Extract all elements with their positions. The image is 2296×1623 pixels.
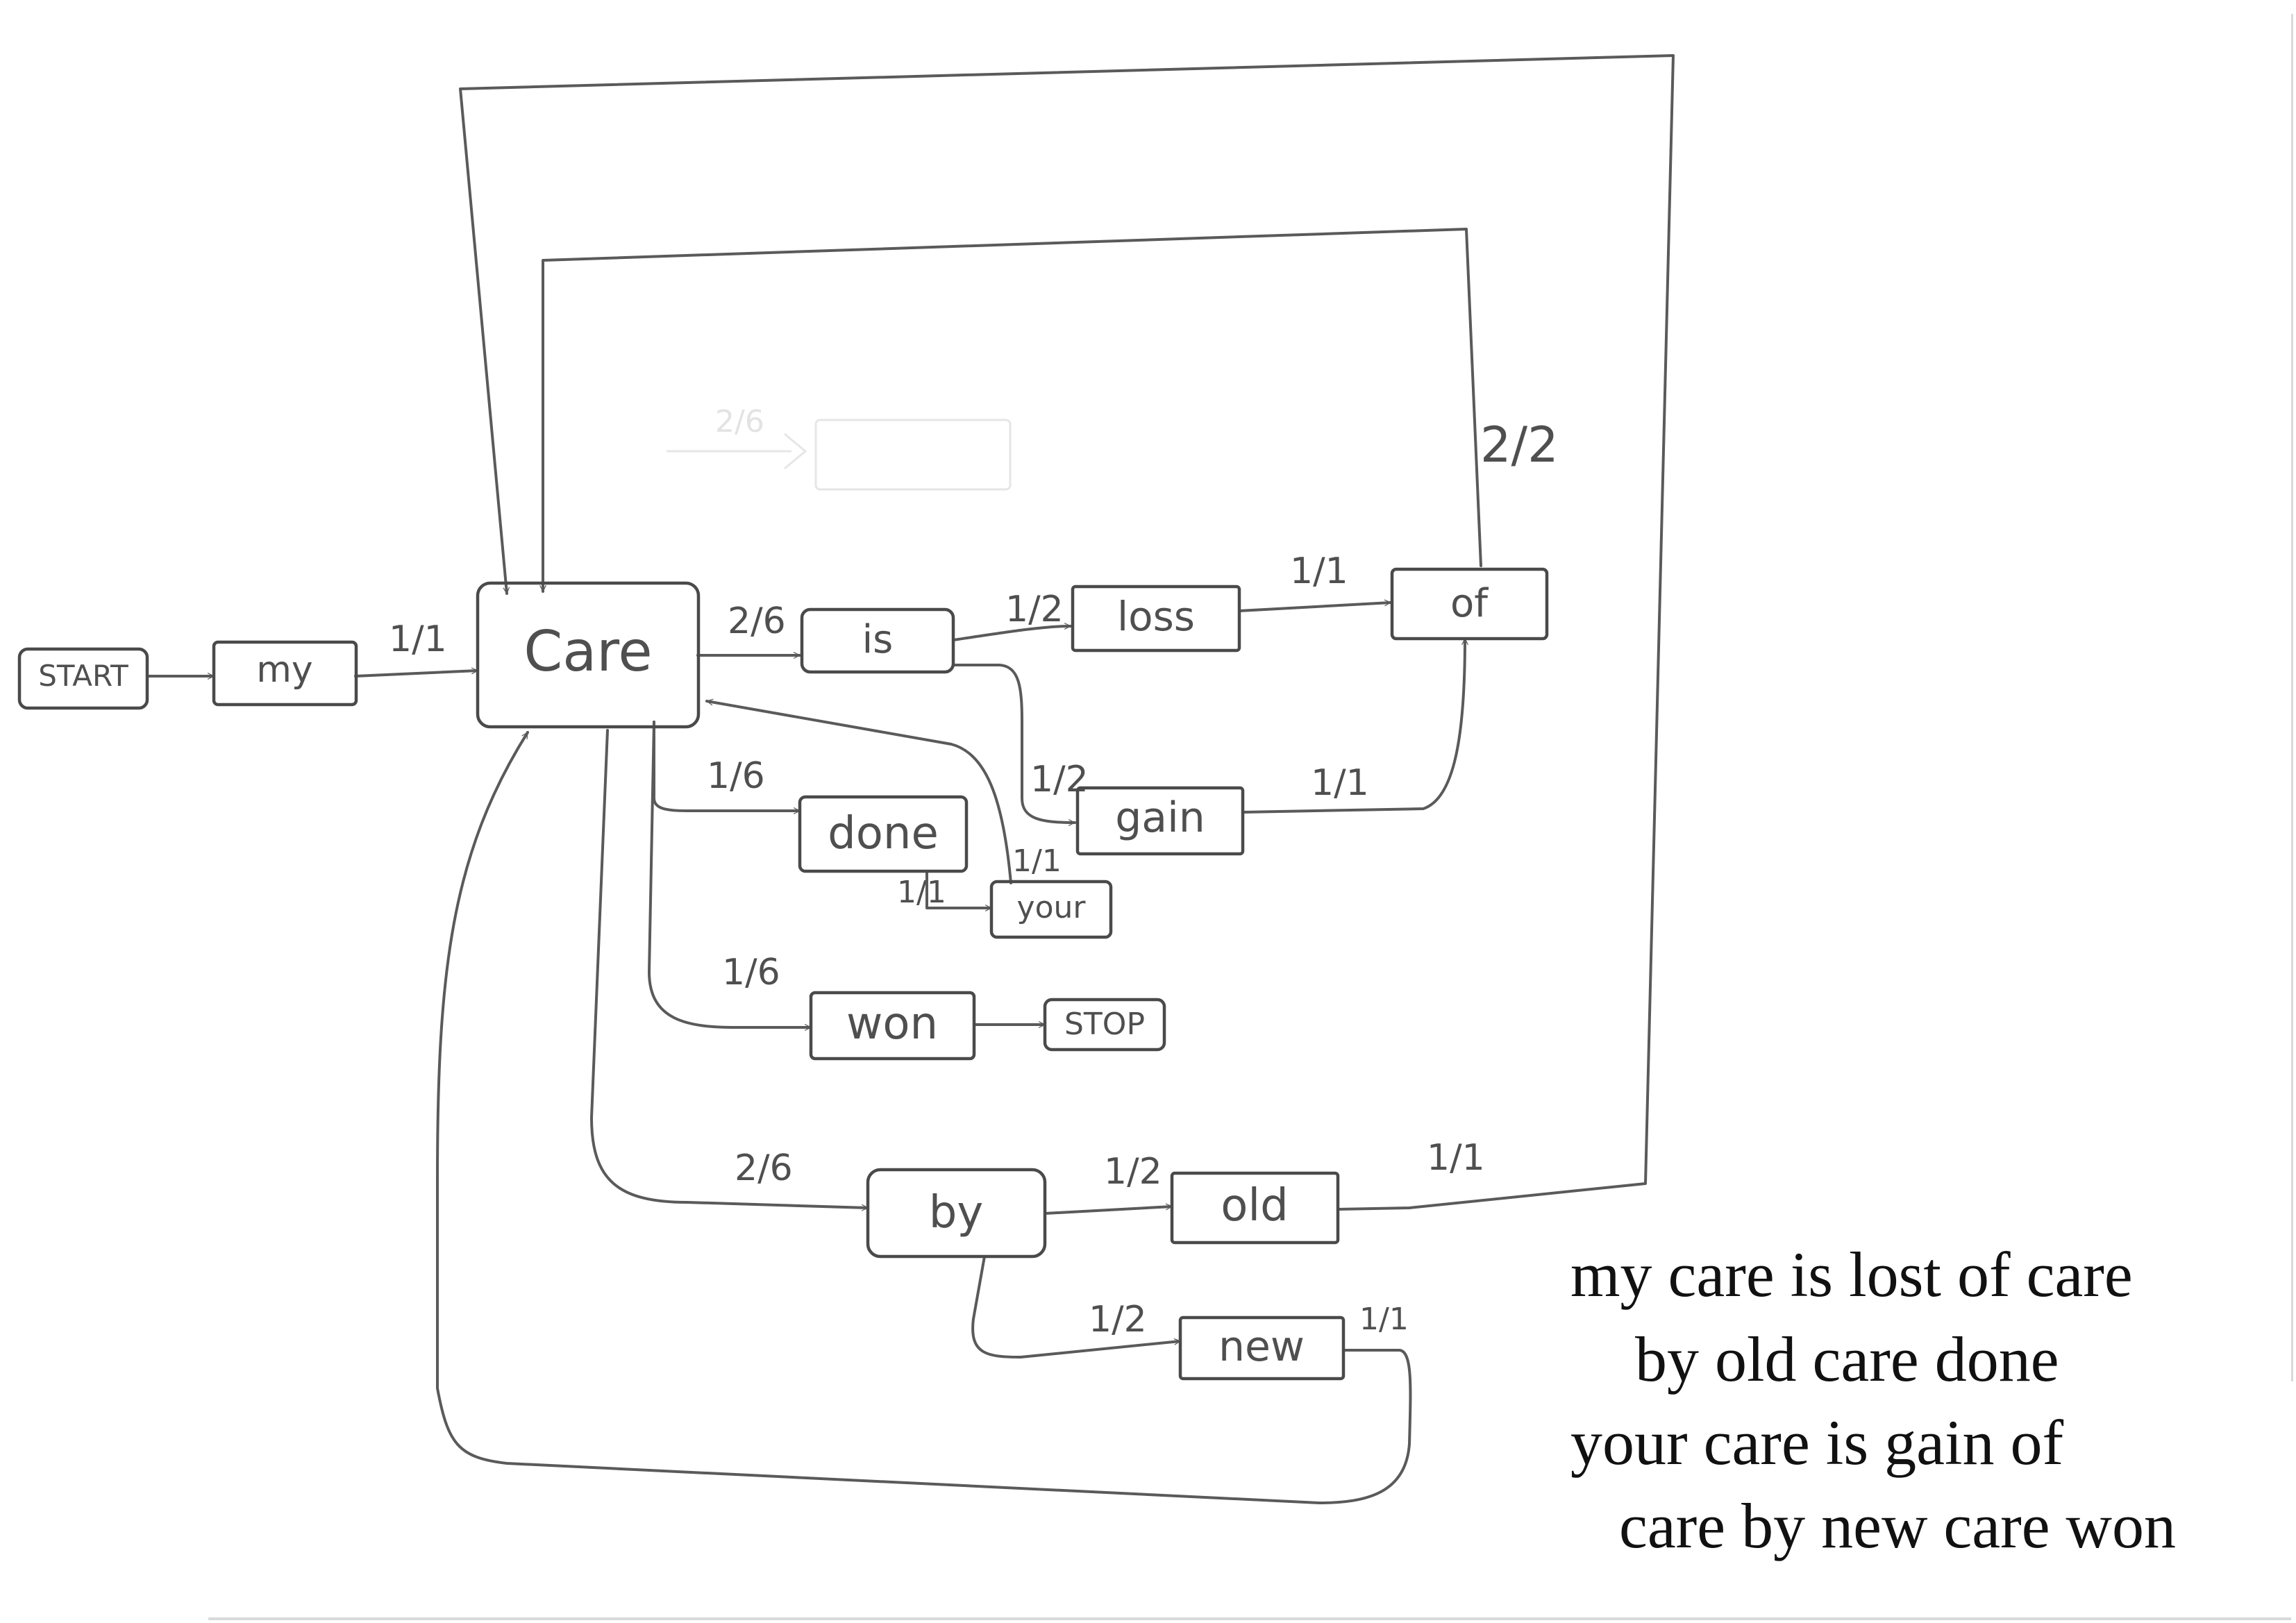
poem-line-1: my care is lost of care (1570, 1239, 2133, 1310)
label-care-by: 2/6 (735, 1147, 793, 1189)
edge-loss-of (1238, 603, 1392, 612)
edge-new-care (436, 731, 1412, 1504)
label-is-gain: 1/2 (1030, 759, 1089, 800)
node-done-label: done (828, 808, 939, 859)
label-care-won: 1/6 (722, 952, 780, 993)
edge-of-care (543, 228, 1482, 593)
edge-care-won (648, 721, 812, 1027)
node-old: old (1170, 1171, 1340, 1245)
bottom-edge-rule (208, 1617, 2291, 1620)
node-your-label: your (1017, 890, 1087, 925)
erased-sketch: 2/6 (667, 404, 1012, 491)
node-stop: STOP (1043, 998, 1166, 1052)
edge-is-gain (952, 664, 1076, 823)
node-won-label: won (846, 998, 938, 1050)
node-by-label: by (929, 1187, 984, 1238)
node-your: your (989, 880, 1113, 939)
node-of: of (1390, 567, 1549, 641)
right-edge-rule (2291, 14, 2293, 1381)
poem-line-4: care by new care won (1619, 1490, 2176, 1561)
node-care-label: Care (523, 619, 652, 684)
edge-care-by (590, 729, 869, 1208)
node-is: is (800, 607, 955, 674)
label-of-care: 2/2 (1480, 417, 1559, 473)
label-care-done: 1/6 (707, 755, 765, 797)
node-new: new (1178, 1315, 1346, 1381)
node-of-label: of (1450, 581, 1489, 626)
label-care-is: 2/6 (728, 600, 786, 642)
label-by-old: 1/2 (1104, 1151, 1162, 1193)
node-gain: gain (1075, 786, 1245, 856)
node-my-label: my (256, 649, 312, 691)
node-is-label: is (862, 617, 894, 662)
node-loss: loss (1071, 585, 1241, 653)
nodes: START my Care is loss of gain done (17, 567, 1549, 1381)
label-is-loss: 1/2 (1005, 589, 1064, 630)
label-my-care: 1/1 (389, 619, 447, 660)
node-new-label: new (1218, 1322, 1305, 1371)
edge-done-your (925, 870, 993, 908)
label-loss-of: 1/1 (1290, 550, 1348, 592)
node-won: won (809, 991, 976, 1061)
edge-is-loss (952, 626, 1072, 641)
edge-by-new (971, 1255, 1182, 1359)
edge-old-care (459, 54, 1675, 1211)
node-start-label: START (38, 659, 128, 693)
node-loss-label: loss (1117, 593, 1195, 640)
label-gain-of: 1/1 (1311, 762, 1369, 804)
node-start: START (17, 647, 149, 710)
node-gain-label: gain (1115, 793, 1205, 842)
node-old-label: old (1221, 1180, 1289, 1231)
edge-care-done (653, 721, 801, 811)
edge-labels: 1/1 2/6 1/2 1/1 2/2 1/2 1/1 1/6 1/1 1/1 … (389, 417, 1559, 1340)
node-done: done (798, 795, 969, 873)
edges (146, 54, 1675, 1504)
edge-my-care (354, 671, 479, 678)
node-by: by (866, 1168, 1047, 1259)
label-by-new: 1/2 (1089, 1299, 1147, 1340)
node-stop-label: STOP (1064, 1007, 1145, 1042)
node-my: my (212, 640, 358, 707)
erased-label: 2/6 (715, 404, 764, 439)
label-your-care: 1/1 (1012, 843, 1062, 879)
poem-line-3: your care is gain of (1570, 1407, 2064, 1478)
label-done-your: 1/1 (897, 875, 946, 910)
edge-gain-of (1241, 637, 1465, 814)
node-care: Care (476, 581, 701, 729)
label-new-care: 1/1 (1359, 1302, 1409, 1337)
edge-by-old (1044, 1206, 1173, 1215)
edge-your-care (705, 701, 1012, 884)
poem-line-2: by old care done (1635, 1324, 2059, 1395)
label-old-care: 1/1 (1427, 1137, 1485, 1179)
